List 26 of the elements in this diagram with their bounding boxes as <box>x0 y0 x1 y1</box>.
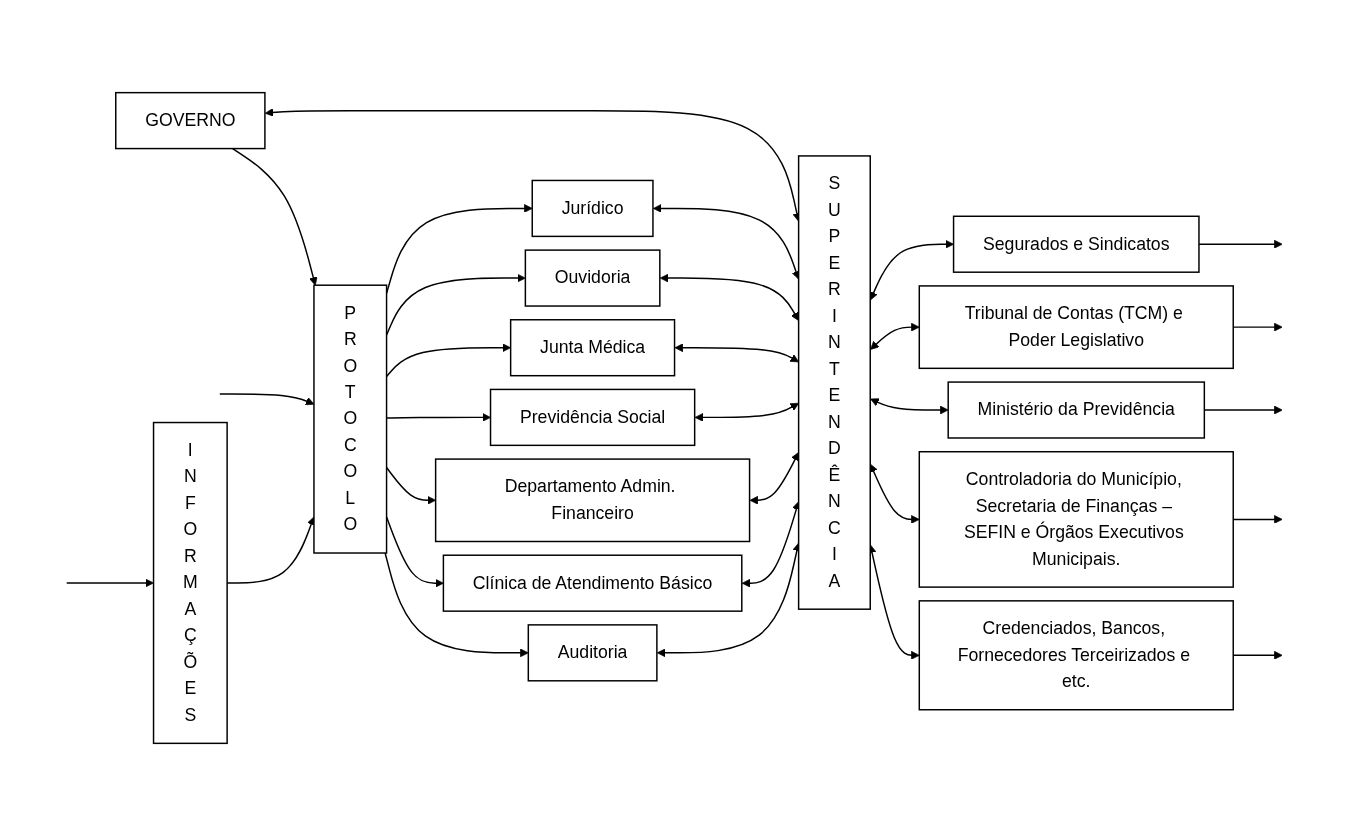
arrow <box>231 147 318 286</box>
node-box: Credenciados, Bancos, Fornecedores Terceirizados e etc. <box>918 600 1234 711</box>
node-box: INFORMAÇÕES <box>152 421 228 745</box>
node-box: Clínica de Atendimento Básico <box>442 554 743 612</box>
node-box: Tribunal de Contas (TCM) e Poder Legislativo <box>918 285 1234 370</box>
node-box: Ministério da Previdência <box>947 381 1206 439</box>
arrow <box>659 273 799 321</box>
arrow <box>870 398 949 415</box>
arrow <box>674 343 799 363</box>
node-box: Segurados e Sindicatos <box>952 215 1200 273</box>
node-box: GOVERNO <box>115 91 266 150</box>
arrow <box>384 552 529 658</box>
arrow <box>65 578 154 588</box>
node-box: Controladoria do Município, Secretaria de Finanças – SEFIN e Órgãos Executivos Municipais. <box>918 451 1234 588</box>
node-box: Junta Médica <box>509 319 676 377</box>
arrow <box>1198 239 1283 249</box>
node-box: Ouvidoria <box>524 249 661 307</box>
node-box: SUPERINTENDÊNCIA <box>797 155 871 610</box>
node-box: Auditoria <box>527 624 658 682</box>
node-box: Previdência Social <box>489 388 696 447</box>
node-box: PROTOCOLO <box>313 284 388 554</box>
arrow <box>870 322 920 350</box>
node-box: Jurídico <box>531 179 654 238</box>
arrow <box>694 402 799 422</box>
arrow <box>749 452 799 505</box>
node-box: Departamento Admin. Financeiro <box>434 458 751 543</box>
